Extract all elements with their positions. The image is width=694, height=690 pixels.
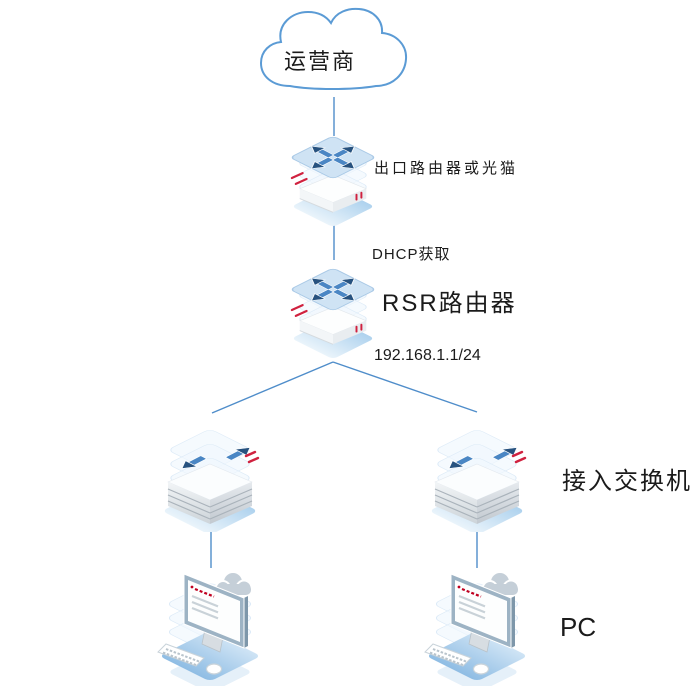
rsr-router-label: RSR路由器 xyxy=(382,290,517,317)
egress-router-icon xyxy=(286,130,380,228)
isp-cloud-label: 运营商 xyxy=(284,49,357,74)
pc-label: PC xyxy=(560,612,597,642)
egress-router-label: 出口路由器或光猫 xyxy=(374,160,519,177)
access-switch-label: 接入交换机 xyxy=(562,469,692,495)
rsr-router-icon xyxy=(286,262,380,360)
dhcp-link-label: DHCP获取 xyxy=(372,246,451,263)
access-switch-left-icon xyxy=(154,414,266,532)
access-switch-right-icon xyxy=(421,414,533,532)
link-rsr-switch-left xyxy=(211,361,334,414)
pc-left-icon xyxy=(154,562,266,686)
pc-right-icon xyxy=(421,562,533,686)
lan-ip-label: 192.168.1.1/24 xyxy=(374,347,481,364)
link-rsr-switch-right xyxy=(332,361,478,413)
isp-cloud-icon xyxy=(259,7,408,90)
